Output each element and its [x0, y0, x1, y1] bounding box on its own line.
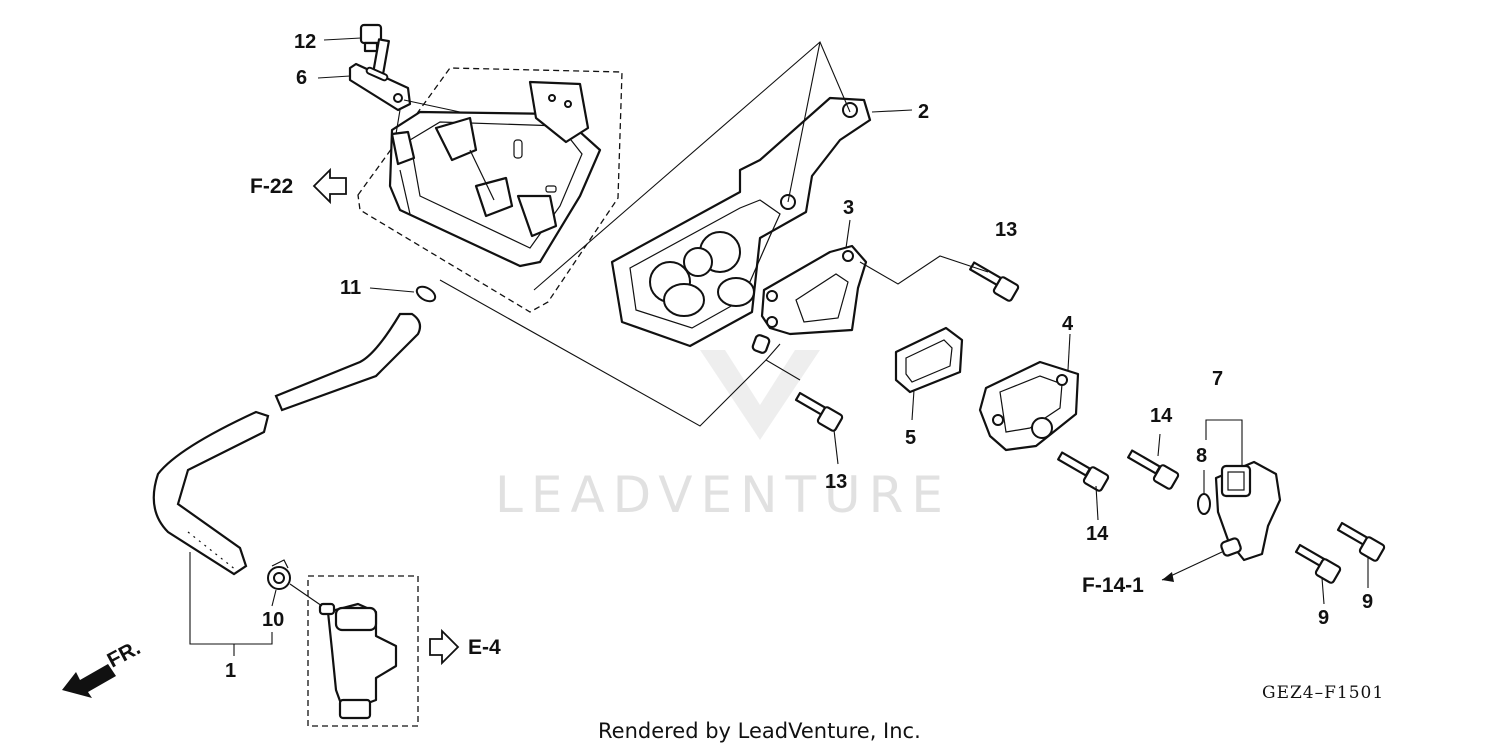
clip-11 — [415, 285, 437, 303]
clamp-10 — [267, 559, 291, 590]
ref-label-f14-1: F-14-1 — [1082, 574, 1144, 597]
callout-14b: 14 — [1086, 523, 1109, 545]
ref-arrow-e4: E-4 — [429, 628, 501, 666]
callout-13a: 13 — [995, 219, 1017, 241]
heat-plate-2 — [610, 96, 872, 348]
callout-5: 5 — [905, 427, 916, 449]
bolt-9-left — [1294, 543, 1342, 584]
washer-8 — [1197, 493, 1211, 515]
callout-1: 1 — [225, 660, 236, 682]
callout-13b: 13 — [825, 471, 847, 493]
diagram-code: GEZ4–F1501 — [1262, 683, 1384, 703]
callout-4: 4 — [1062, 313, 1074, 335]
switch-7 — [1214, 460, 1282, 562]
watermark: LEADVENTURE — [495, 350, 951, 524]
callout-6: 6 — [296, 67, 307, 89]
callout-11: 11 — [340, 277, 361, 299]
ref-label-e4: E-4 — [468, 636, 501, 659]
callout-14a: 14 — [1150, 405, 1173, 427]
front-direction-arrow: FR. — [62, 636, 144, 698]
ref-label-f22: F-22 — [250, 175, 293, 198]
sensor-cover-4 — [978, 360, 1080, 452]
valve-component-e4 — [307, 575, 419, 727]
callout-10: 10 — [262, 609, 284, 631]
callout-8: 8 — [1196, 445, 1207, 467]
callout-2: 2 — [918, 101, 929, 123]
bolt-12 — [359, 23, 390, 76]
callout-12: 12 — [294, 31, 316, 53]
throttle-flange-3 — [751, 244, 868, 354]
gasket-5 — [894, 326, 964, 394]
watermark-text: LEADVENTURE — [495, 466, 951, 524]
credit-line: Rendered by LeadVenture, Inc. — [598, 719, 921, 743]
bolt-9-right — [1336, 521, 1386, 562]
bolt-13-lower — [794, 391, 844, 432]
leader-lines — [189, 37, 1369, 656]
bolt-14-right — [1127, 449, 1180, 490]
clip-6 — [348, 62, 412, 112]
ref-arrow-f22: F-22 — [250, 167, 347, 205]
hose-1 — [152, 312, 422, 576]
callout-7: 7 — [1212, 368, 1223, 390]
callout-9a: 9 — [1318, 607, 1329, 629]
bracket-assembly — [357, 67, 623, 313]
callout-3: 3 — [843, 197, 854, 219]
callout-numbers: 1 2 3 4 5 6 7 8 9 9 10 11 12 13 13 14 14 — [225, 31, 1373, 682]
bolt-14-left — [1057, 451, 1110, 492]
callout-9b: 9 — [1362, 591, 1373, 613]
